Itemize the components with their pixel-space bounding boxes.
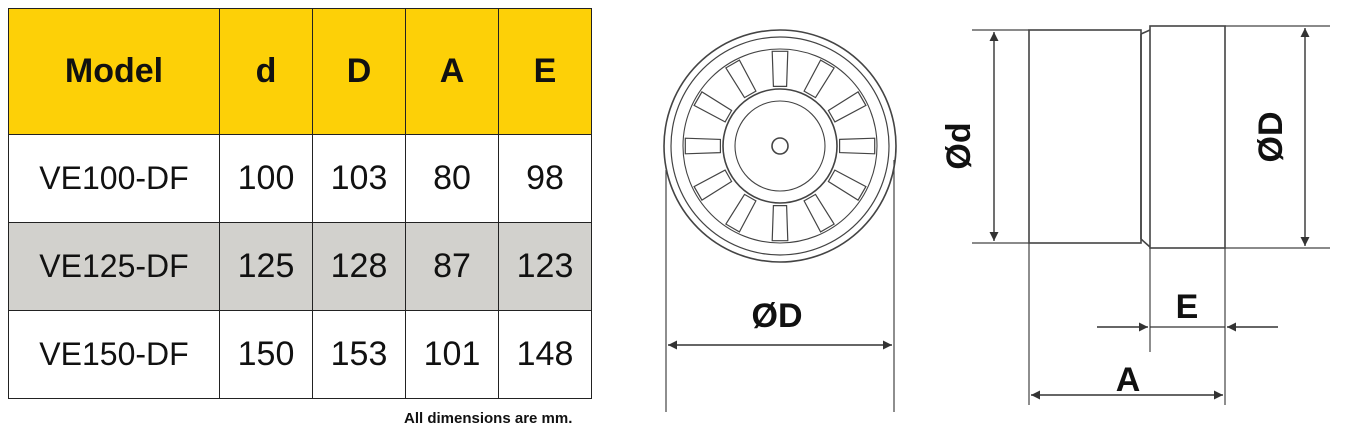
- fan-blades: [684, 50, 876, 242]
- table-header-row: Model d D A E: [8, 8, 592, 135]
- outer-rim: [663, 29, 897, 263]
- header-model: Model: [8, 8, 220, 135]
- fan-blade: [693, 91, 733, 123]
- fan-blade: [771, 205, 789, 242]
- E-cell: 123: [498, 222, 592, 311]
- fan-side-view: [1028, 25, 1226, 249]
- units-note: All dimensions are mm.: [404, 410, 573, 427]
- fan-blade: [684, 137, 722, 155]
- fan-blade: [693, 169, 733, 201]
- E-label: E: [1176, 288, 1199, 326]
- blade-ring: [682, 48, 878, 244]
- dimensions-table: Model d D A E VE100-DF 100 103 80 98 VE1…: [8, 8, 592, 399]
- A-cell: 87: [405, 222, 499, 311]
- fan-blade: [803, 193, 835, 233]
- fan-blade: [771, 50, 789, 88]
- d-cell: 100: [219, 134, 313, 223]
- E-cell: 98: [498, 134, 592, 223]
- fan-blade: [803, 59, 835, 99]
- table-row: VE100-DF 100 103 80 98: [8, 134, 592, 223]
- model-cell: VE125-DF: [8, 222, 220, 311]
- d-cell: 150: [219, 310, 313, 399]
- collar-step: [1140, 29, 1151, 35]
- side-D-label: ØD: [1252, 112, 1290, 163]
- A-cell: 101: [405, 310, 499, 399]
- motor-hub: [722, 88, 838, 204]
- fan-blade: [838, 137, 876, 155]
- table-row: VE125-DF 125 128 87 123: [8, 222, 592, 311]
- fan-blade: [725, 59, 757, 99]
- fan-front-view: [663, 29, 897, 263]
- header-E: E: [498, 8, 592, 135]
- E-cell: 148: [498, 310, 592, 399]
- fan-blade: [725, 193, 757, 233]
- A-label: A: [1116, 361, 1141, 399]
- fan-body: [1149, 25, 1226, 249]
- fan-blade: [827, 91, 867, 123]
- model-cell: VE100-DF: [8, 134, 220, 223]
- inner-rim: [670, 36, 890, 256]
- fan-blade: [827, 169, 867, 201]
- D-cell: 128: [312, 222, 406, 311]
- motor-hub-inner: [734, 100, 826, 192]
- inlet-collar: [1028, 29, 1142, 244]
- d-cell: 125: [219, 222, 313, 311]
- table-row: VE150-DF 150 153 101 148: [8, 310, 592, 399]
- collar-step: [1140, 238, 1151, 248]
- A-cell: 80: [405, 134, 499, 223]
- header-A: A: [405, 8, 499, 135]
- side-d-label: Ød: [940, 122, 978, 169]
- hub-center: [771, 137, 789, 155]
- front-D-label: ØD: [752, 297, 803, 335]
